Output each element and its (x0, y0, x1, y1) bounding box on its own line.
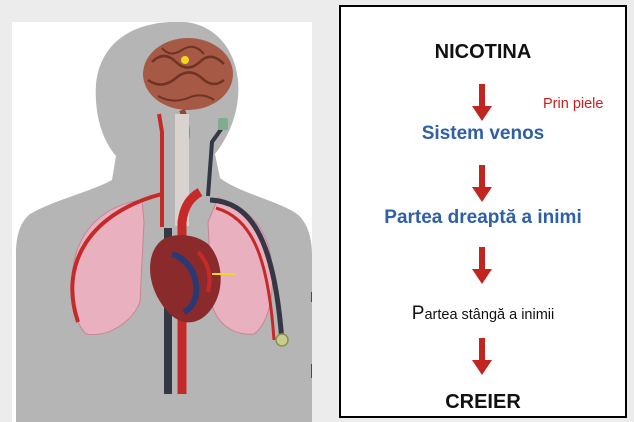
down-arrow-icon (472, 165, 492, 202)
nicotine-patch (275, 333, 289, 347)
step-partea-dreapta-label: Partea dreaptă a inimi (384, 207, 582, 228)
nicotine-pathway-panel: NICOTINA Prin piele Sistem venos Partea … (339, 5, 627, 418)
flow-title: NICOTINA (434, 41, 532, 63)
step-partea-stanga-rest: artea stângă a inimii (424, 307, 555, 323)
down-arrow-icon (472, 338, 492, 375)
down-arrow-icon (472, 247, 492, 284)
heart (150, 235, 236, 323)
flow-end-creier: CREIER (445, 391, 521, 413)
prin-piele-note: Prin piele (543, 96, 604, 112)
trachea (175, 114, 189, 226)
step-partea-stanga-initial: P (411, 303, 425, 324)
human-body-figure (16, 22, 312, 422)
step-partea-dreapta: Partea dreaptă a inimi (341, 207, 625, 229)
step-partea-stanga: Partea stângă a inimii (341, 303, 625, 325)
brain (143, 38, 233, 141)
down-arrow-icon (472, 84, 492, 121)
step-sistem-venos: Sistem venos (421, 123, 545, 144)
aorta (177, 188, 203, 394)
circulatory-system-illustration (12, 22, 312, 422)
